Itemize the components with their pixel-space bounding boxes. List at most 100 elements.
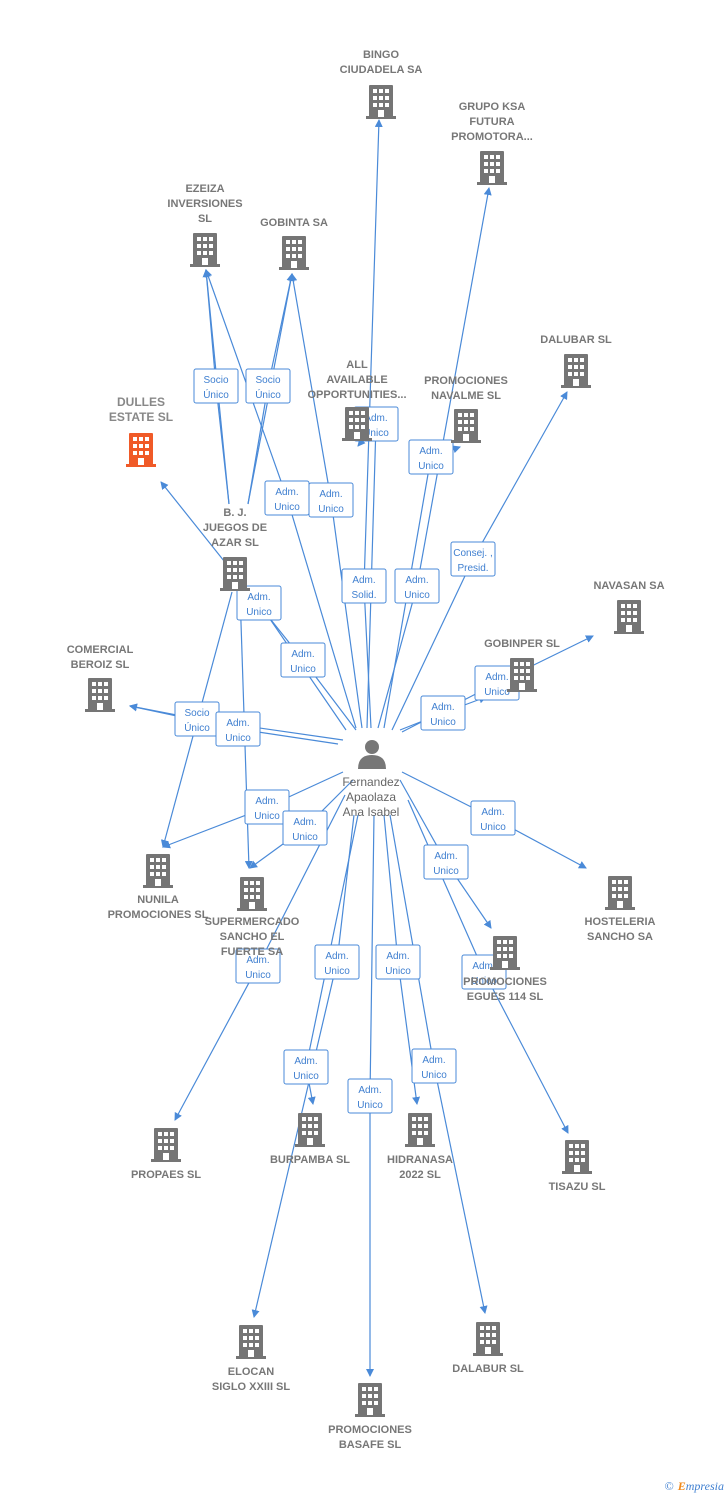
relation-label-elocan[interactable]: Adm.Unico: [314, 944, 360, 980]
company-label: COMERCIAL: [67, 644, 134, 656]
relation-text: Unico: [421, 1070, 447, 1081]
relation-box[interactable]: [193, 368, 239, 404]
company-label: BURPAMBA SL: [270, 1154, 350, 1166]
relation-label-hidranasa[interactable]: Adm.Unico: [375, 944, 421, 980]
building-icon: [220, 557, 250, 591]
building-icon: [405, 1113, 435, 1147]
relation-box[interactable]: [235, 948, 281, 984]
building-icon: [190, 233, 220, 267]
company-label: FUTURA: [469, 116, 514, 128]
company-label: EZEIZA: [185, 183, 224, 195]
copyright-symbol: ©: [664, 1479, 674, 1493]
relation-box[interactable]: [375, 944, 421, 980]
relation-box[interactable]: [394, 568, 440, 604]
company-node-navasan[interactable]: NAVASAN SA: [593, 580, 665, 634]
relation-box[interactable]: [450, 541, 496, 577]
relation-label-egues[interactable]: Adm.Unico: [423, 844, 469, 880]
relation-box[interactable]: [283, 1049, 329, 1085]
relation-label-burpamba[interactable]: Adm.Unico: [283, 1049, 329, 1085]
building-icon: [473, 1322, 503, 1356]
relation-label-hosteleria[interactable]: Adm.Unico: [470, 800, 516, 836]
company-node-dalabur[interactable]: DALABUR SL: [452, 1322, 524, 1375]
relation-box[interactable]: [215, 711, 261, 747]
relation-text: Adm.: [405, 575, 428, 586]
company-node-burpamba[interactable]: BURPAMBA SL: [270, 1113, 350, 1166]
relation-box[interactable]: [470, 800, 516, 836]
relation-box[interactable]: [245, 368, 291, 404]
relation-box[interactable]: [408, 439, 454, 475]
company-node-grupoksa[interactable]: GRUPO KSAFUTURAPROMOTORA...: [451, 101, 533, 185]
company-node-gobinta[interactable]: GOBINTA SA: [260, 217, 328, 270]
relation-text: Adm.: [226, 718, 249, 729]
company-label: DULLES: [117, 395, 165, 409]
relation-text: Unico: [290, 664, 316, 675]
relation-label-basafe[interactable]: Adm.Unico: [347, 1078, 393, 1114]
relation-label-beroiz-adm[interactable]: Adm.Unico: [215, 711, 261, 747]
relation-label-dulles[interactable]: Adm.Unico: [280, 642, 326, 678]
building-icon: [126, 433, 156, 467]
relation-label-grupoksa[interactable]: Adm.Unico: [394, 568, 440, 604]
relation-text: Unico: [363, 428, 389, 439]
relation-box[interactable]: [341, 568, 387, 604]
relation-label-bj[interactable]: Adm.Unico: [236, 585, 282, 621]
building-icon: [561, 354, 591, 388]
relation-label-bingo[interactable]: Adm.Solid.: [341, 568, 387, 604]
relation-label-supermercado[interactable]: Adm.Unico: [282, 810, 328, 846]
relation-box[interactable]: [280, 642, 326, 678]
company-node-tisazu[interactable]: TISAZU SL: [549, 1140, 606, 1193]
relation-text: Consej. ,: [453, 548, 492, 559]
relation-text: Adm.: [255, 796, 278, 807]
relation-label-navalme[interactable]: Adm.Unico: [408, 439, 454, 475]
relation-text: Adm.: [364, 413, 387, 424]
company-node-propaes[interactable]: PROPAES SL: [131, 1128, 201, 1181]
relation-box[interactable]: [420, 695, 466, 731]
relation-text: Adm.: [246, 955, 269, 966]
relation-label-ezeiza-adm[interactable]: Adm.Unico: [264, 480, 310, 516]
relation-box[interactable]: [244, 789, 290, 825]
company-node-allavailable[interactable]: ALLAVAILABLEOPPORTUNITIES...: [307, 359, 407, 441]
relation-box[interactable]: [347, 1078, 393, 1114]
relation-label-gobinta-adm[interactable]: Adm.Unico: [308, 482, 354, 518]
relation-box[interactable]: [236, 585, 282, 621]
company-label: DALABUR SL: [452, 1363, 524, 1375]
relation-label-nunila[interactable]: Adm.Unico: [244, 789, 290, 825]
company-label: INVERSIONES: [167, 198, 242, 210]
relation-text: Unico: [246, 607, 272, 618]
relation-text: Adm.: [358, 1085, 381, 1096]
relation-box[interactable]: [282, 810, 328, 846]
relation-label-dalubar[interactable]: Consej. , Presid.: [450, 541, 496, 577]
company-node-gobinper[interactable]: GOBINPER SL: [484, 638, 560, 692]
person-name-line: Ana Isabel: [343, 805, 400, 819]
relation-box[interactable]: [411, 1048, 457, 1084]
company-node-dalubar[interactable]: DALUBAR SL: [540, 334, 612, 388]
relation-text: Adm.: [293, 817, 316, 828]
relation-text: Adm.: [419, 446, 442, 457]
relation-box[interactable]: [314, 944, 360, 980]
relation-box[interactable]: [308, 482, 354, 518]
company-label: OPPORTUNITIES...: [307, 389, 406, 401]
building-icon: [151, 1128, 181, 1162]
relation-text: Adm.: [472, 961, 495, 972]
relation-box[interactable]: [423, 844, 469, 880]
relation-label-propaes[interactable]: Adm.Unico: [235, 948, 281, 984]
relation-label-gobinper[interactable]: Adm.Unico: [420, 695, 466, 731]
relation-text: Presid.: [457, 563, 488, 574]
relation-label-dalabur[interactable]: Adm.Unico: [411, 1048, 457, 1084]
